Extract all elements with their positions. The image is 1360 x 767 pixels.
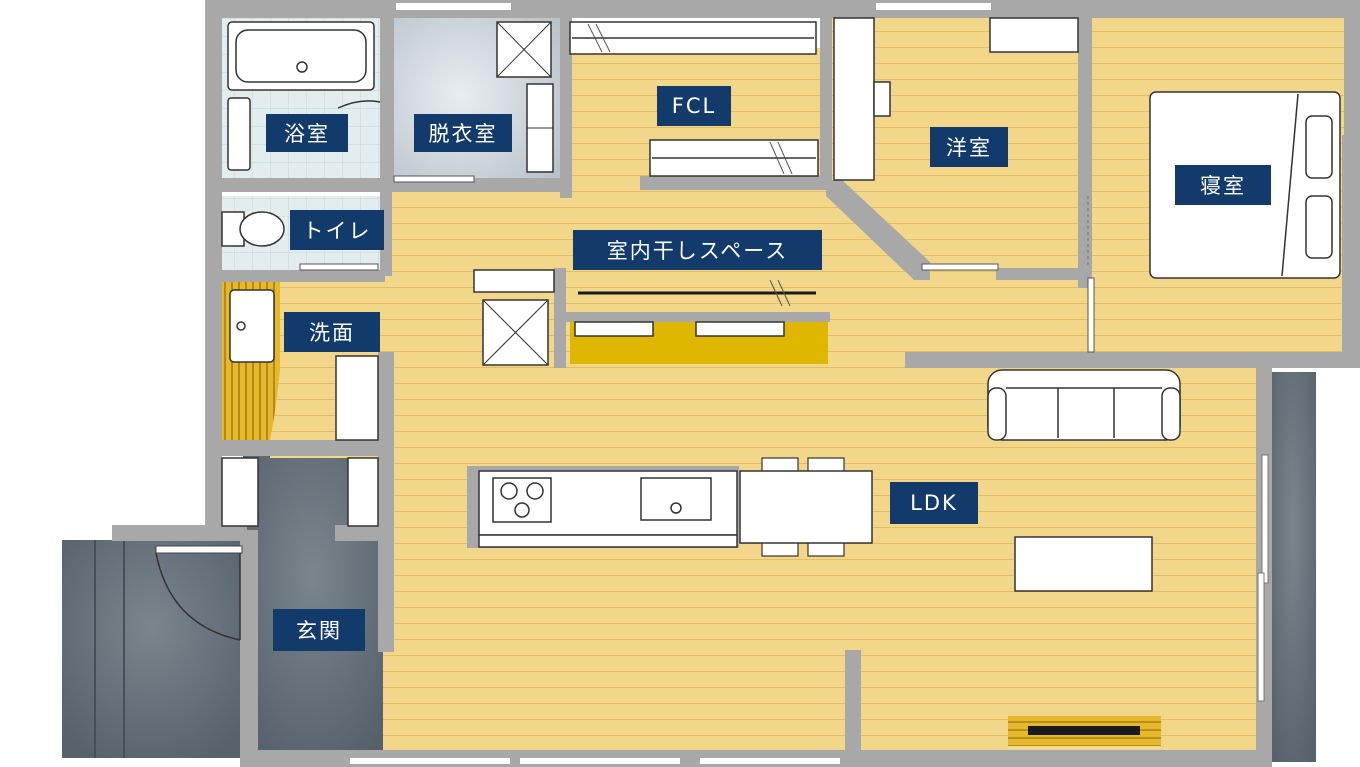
kitchen-counter [467,466,739,548]
toilet-door [299,263,379,271]
bath-bench [227,97,251,171]
western-wardrobe [833,17,875,181]
wash-basin [229,289,275,363]
label-bedroom: 寝室 [1175,165,1271,205]
label-ldk: LDK [890,482,978,524]
ldk-window-upper [1261,454,1269,584]
linen-cabinet [335,355,379,441]
bathtub [227,21,375,91]
western-shelf [989,17,1079,53]
drying-shelf [473,269,555,293]
bedroom-sliding-door [1087,277,1095,353]
floor-vent [1008,716,1161,746]
fcl-shelf-top [569,21,817,55]
sofa [987,369,1181,441]
label-dressing: 脱衣室 [414,114,512,152]
label-washroom: 洗面 [284,312,380,352]
label-fcl: FCL [657,86,731,126]
fcl-shelf-bottom [649,139,819,177]
openings [350,3,991,764]
label-toilet: トイレ [290,210,384,250]
drying-counter [570,321,828,364]
ldk-window-lower [1257,572,1265,702]
bath-door-arc [337,100,381,109]
dressing-door [393,175,475,183]
toilet-fixture [221,211,285,247]
shoe-cabinet-left [221,457,259,527]
washing-machine [496,21,552,78]
tv-board [1014,536,1153,592]
western-desk-chair [873,81,891,117]
entrance-door [155,545,243,641]
label-bath: 浴室 [266,114,348,152]
western-door [921,263,999,271]
label-entrance: 玄関 [273,609,365,651]
label-western: 洋室 [930,127,1008,167]
storage-box [482,299,549,366]
dining-table [739,457,873,557]
label-drying-space: 室内干しスペース [573,230,822,270]
shoe-cabinet-right [347,457,379,527]
